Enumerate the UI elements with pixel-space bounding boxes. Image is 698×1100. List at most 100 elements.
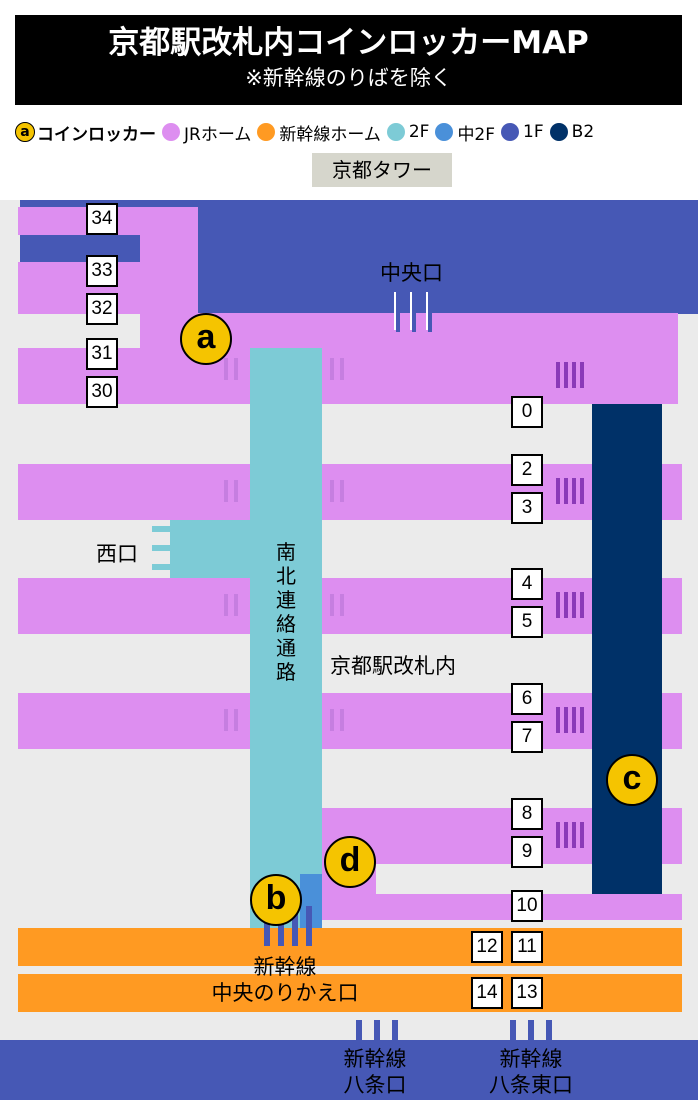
platform-2-3 (18, 464, 682, 520)
shinkansen-transfer-label: 新幹線 中央のりかえ口 (200, 954, 370, 1006)
stairs-icon (224, 709, 228, 731)
platform-6-7 (18, 693, 682, 749)
stairs-icon (572, 822, 576, 848)
legend-1f-label: 1F (523, 122, 544, 142)
floor-edge (0, 200, 20, 314)
locker-c-icon[interactable]: c (606, 754, 658, 806)
legend-locker-label: コインロッカー (37, 124, 156, 145)
transfer-gate-4 (306, 906, 312, 946)
shinkansen-platform-14-13 (18, 974, 682, 1012)
platform-number-30: 30 (86, 376, 118, 408)
legend-shinkansen: 新幹線ホーム (257, 120, 381, 145)
platform-number-33: 33 (86, 255, 118, 287)
stairs-icon (580, 592, 584, 618)
stairs-icon (330, 709, 334, 731)
transfer-gate-1 (264, 906, 270, 946)
central-gate-bar-3 (428, 292, 432, 332)
stairs-icon (234, 358, 238, 380)
west-gate-3 (152, 564, 190, 570)
stairs-icon (330, 358, 334, 380)
transfer-gate-3 (292, 906, 298, 946)
hachijo-gate-1 (356, 1020, 362, 1048)
legend: a コインロッカー JRホーム 新幹線ホーム 2F 中2F 1F B2 (15, 117, 690, 147)
north-south-passage (250, 348, 322, 928)
platform-10 (318, 894, 682, 920)
platform-number-12: 12 (471, 931, 503, 963)
stairs-icon (564, 707, 568, 733)
legend-b2: B2 (549, 122, 594, 142)
hachijo-gate-3 (392, 1020, 398, 1048)
stairs-icon (330, 480, 334, 502)
stairs-icon (340, 709, 344, 731)
transfer-gate-2 (278, 906, 284, 946)
jr-dot-icon (162, 123, 180, 141)
passage-char: 北 (276, 564, 296, 588)
locker-a-icon[interactable]: a (180, 313, 232, 365)
locker-d-icon[interactable]: d (324, 836, 376, 888)
b2-dot-icon (549, 123, 568, 141)
stairs-icon (224, 358, 228, 380)
legend-jr: JRホーム (162, 120, 251, 145)
stairs-icon (234, 594, 238, 616)
platform-number-11: 11 (511, 931, 543, 963)
passage-char: 南 (276, 540, 296, 564)
platform-number-31: 31 (86, 338, 118, 370)
stairs-icon (572, 592, 576, 618)
hachijo-label-line-1: 新幹線 (343, 1047, 407, 1071)
locker-b-icon[interactable]: b (250, 874, 302, 926)
legend-shinkansen-label: 新幹線ホーム (279, 124, 381, 145)
area-1f-hachijo (0, 1040, 698, 1100)
transfer-label-line-2: 中央のりかえ口 (211, 981, 359, 1005)
platform-number-0: 0 (511, 396, 543, 428)
stairs-icon (564, 822, 568, 848)
hachijo-gate-2 (374, 1020, 380, 1048)
legend-mid2f: 中2F (435, 120, 495, 145)
platform-number-10: 10 (511, 890, 543, 922)
title-box: 京都駅改札内コインロッカーMAP ※新幹線のりばを除く (15, 15, 682, 105)
stairs-icon (580, 362, 584, 388)
stairs-icon (556, 592, 560, 618)
stairs-icon (556, 822, 560, 848)
hachijo-east-gate-2 (528, 1020, 534, 1048)
legend-jr-label: JRホーム (184, 124, 252, 145)
1f-dot-icon (501, 123, 520, 141)
stairs-icon (564, 478, 568, 504)
transfer-label-line-1: 新幹線 (253, 955, 317, 979)
platform-number-2: 2 (511, 454, 543, 486)
platform-number-5: 5 (511, 606, 543, 638)
west-gate-2 (152, 545, 190, 551)
stairs-icon (224, 594, 228, 616)
shinkansen-platform-12-11 (18, 928, 682, 966)
platform-number-9: 9 (511, 836, 543, 868)
mid2f-dot-icon (435, 123, 454, 141)
inside-gates-label: 京都駅改札内 (330, 654, 456, 678)
legend-2f: 2F (386, 122, 430, 142)
stairs-icon (234, 480, 238, 502)
passage-char: 路 (276, 660, 296, 684)
stairs-icon (580, 707, 584, 733)
central-gate-bar-2 (412, 292, 416, 332)
platform-number-14: 14 (471, 977, 503, 1009)
shinkansen-dot-icon (257, 123, 276, 141)
area-mid2f (300, 874, 322, 928)
stairs-icon (556, 707, 560, 733)
legend-2f-label: 2F (408, 122, 430, 142)
stairs-icon (234, 709, 238, 731)
platform-number-7: 7 (511, 721, 543, 753)
legend-1f: 1F (501, 122, 544, 142)
passage-char: 通 (276, 636, 296, 660)
passage-char: 絡 (276, 612, 296, 636)
kyoto-tower-label: 京都タワー (312, 153, 452, 187)
passage-label: 南 北 連 絡 通 路 (274, 540, 298, 684)
area-b2 (592, 404, 662, 894)
west-gate-1 (152, 526, 190, 532)
stairs-icon (224, 480, 228, 502)
platform-number-4: 4 (511, 568, 543, 600)
central-exit-label: 中央口 (380, 261, 443, 285)
map-title: 京都駅改札内コインロッカーMAP (108, 25, 589, 61)
platform-number-13: 13 (511, 977, 543, 1009)
stairs-icon (340, 480, 344, 502)
legend-mid2f-label: 中2F (457, 124, 496, 145)
hachijo-exit-label: 新幹線 八条口 (320, 1046, 430, 1098)
passage-char: 連 (276, 588, 296, 612)
